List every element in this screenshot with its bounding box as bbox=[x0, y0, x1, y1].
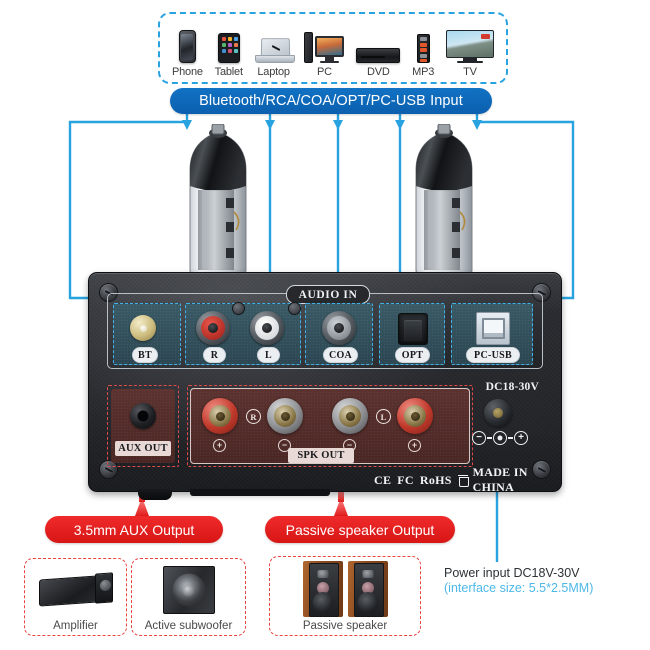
channel-mark-l: L bbox=[376, 409, 391, 424]
product-label: Active subwoofer bbox=[144, 620, 233, 632]
bookshelf-speakers-icon bbox=[270, 557, 420, 620]
product-box-passive-speaker: Passive speaker bbox=[269, 556, 421, 636]
product-label: Amplifier bbox=[53, 620, 98, 632]
rca-jack-right[interactable] bbox=[196, 311, 230, 345]
amplifier-icon bbox=[25, 559, 126, 620]
subwoofer-icon bbox=[132, 559, 245, 620]
fc-mark: FC bbox=[397, 472, 414, 487]
dc-voltage-label: DC18-30V bbox=[485, 381, 539, 393]
chassis-screw bbox=[99, 283, 118, 302]
chassis-screw bbox=[532, 460, 551, 479]
tv-icon bbox=[445, 23, 494, 63]
input-banner: Bluetooth/RCA/COA/OPT/PC-USB Input bbox=[170, 88, 492, 114]
vacuum-tube-left bbox=[189, 124, 247, 276]
port-label-bt: BT bbox=[132, 347, 158, 363]
port-label-r: R bbox=[203, 347, 226, 363]
source-device-tv: TV bbox=[445, 23, 494, 78]
dvd-player-icon bbox=[356, 23, 401, 63]
rohs-mark: RoHS bbox=[419, 472, 452, 487]
panel-screw bbox=[232, 302, 245, 315]
binding-post-right-positive[interactable] bbox=[202, 398, 238, 434]
binding-post-left-negative[interactable] bbox=[332, 398, 368, 434]
source-label: Laptop bbox=[257, 66, 290, 78]
polarity-plus-r: + bbox=[213, 439, 226, 452]
chassis-foot bbox=[138, 489, 172, 500]
chassis-foot bbox=[190, 489, 330, 496]
port-label-l: L bbox=[257, 347, 280, 363]
product-box-subwoofer: Active subwoofer bbox=[131, 558, 246, 636]
dc-power-jack[interactable] bbox=[484, 399, 512, 427]
product-box-amplifier: Amplifier bbox=[24, 558, 127, 636]
phone-icon bbox=[178, 23, 196, 63]
aux-out-label: AUX OUT bbox=[115, 441, 171, 456]
port-label-pc-usb: PC-USB bbox=[466, 347, 520, 363]
source-devices-panel: Phone Tablet Laptop PC bbox=[158, 12, 508, 84]
spk-out-zone bbox=[187, 385, 473, 467]
ce-mark: CE bbox=[374, 472, 392, 487]
source-label: DVD bbox=[366, 66, 390, 78]
aux-out-zone bbox=[107, 385, 179, 467]
laptop-icon bbox=[254, 23, 295, 63]
source-device-pc: PC bbox=[304, 23, 345, 78]
polarity-center-icon bbox=[493, 431, 507, 445]
rca-jack-left[interactable] bbox=[250, 311, 284, 345]
source-device-tablet: Tablet bbox=[215, 23, 243, 78]
tablet-icon bbox=[217, 23, 240, 63]
dc-polarity-diagram: − + bbox=[472, 431, 528, 445]
source-device-phone: Phone bbox=[172, 23, 203, 78]
usb-type-b-port[interactable] bbox=[476, 312, 510, 345]
aux-out-jack[interactable] bbox=[130, 403, 156, 429]
polarity-plus-icon: + bbox=[514, 431, 528, 445]
spk-out-border bbox=[190, 388, 470, 464]
aux-output-callout: 3.5mm AUX Output bbox=[45, 516, 223, 543]
weee-bin-icon bbox=[457, 474, 469, 487]
polarity-plus-l: + bbox=[408, 439, 421, 452]
source-label: MP3 bbox=[412, 66, 435, 78]
source-device-laptop: Laptop bbox=[254, 23, 295, 78]
origin-label: MADE IN CHINA bbox=[472, 465, 528, 494]
power-input-line2: (interface size: 5.5*2.5MM) bbox=[444, 581, 594, 595]
speaker-output-callout: Passive speaker Output bbox=[265, 516, 455, 543]
source-label: Phone bbox=[172, 66, 203, 78]
source-label: PC bbox=[317, 66, 332, 78]
source-device-mp3: MP3 bbox=[412, 23, 434, 78]
channel-mark-r: R bbox=[246, 409, 261, 424]
amplifier-rear-panel: AUDIO IN BT R L COA OPT PC-USB AUX OUT bbox=[88, 272, 562, 495]
polarity-minus-r: − bbox=[278, 439, 291, 452]
port-label-coa: COA bbox=[323, 347, 358, 363]
certification-marks: CE FC RoHS MADE IN CHINA bbox=[374, 465, 561, 495]
audio-in-badge: AUDIO IN bbox=[286, 285, 370, 304]
chassis-screw bbox=[532, 283, 551, 302]
bt-antenna-connector[interactable] bbox=[130, 315, 156, 341]
binding-post-right-negative[interactable] bbox=[267, 398, 303, 434]
power-input-line1: Power input DC18V-30V bbox=[444, 566, 580, 580]
mp3-player-icon bbox=[416, 23, 430, 63]
power-input-note: Power input DC18V-30V (interface size: 5… bbox=[444, 566, 650, 595]
pc-icon bbox=[304, 23, 345, 63]
vacuum-tube-right bbox=[415, 124, 473, 276]
panel-screw bbox=[288, 302, 301, 315]
optical-toslink-port[interactable] bbox=[398, 313, 428, 345]
chassis-screw bbox=[99, 460, 118, 479]
port-label-opt: OPT bbox=[395, 347, 430, 363]
source-label: TV bbox=[463, 66, 477, 78]
product-label: Passive speaker bbox=[302, 620, 388, 632]
spk-out-label: SPK OUT bbox=[288, 448, 354, 463]
source-label: Tablet bbox=[214, 66, 243, 78]
binding-post-left-positive[interactable] bbox=[397, 398, 433, 434]
coaxial-jack[interactable] bbox=[322, 311, 356, 345]
polarity-minus-icon: − bbox=[472, 431, 486, 445]
source-device-dvd: DVD bbox=[356, 23, 401, 78]
